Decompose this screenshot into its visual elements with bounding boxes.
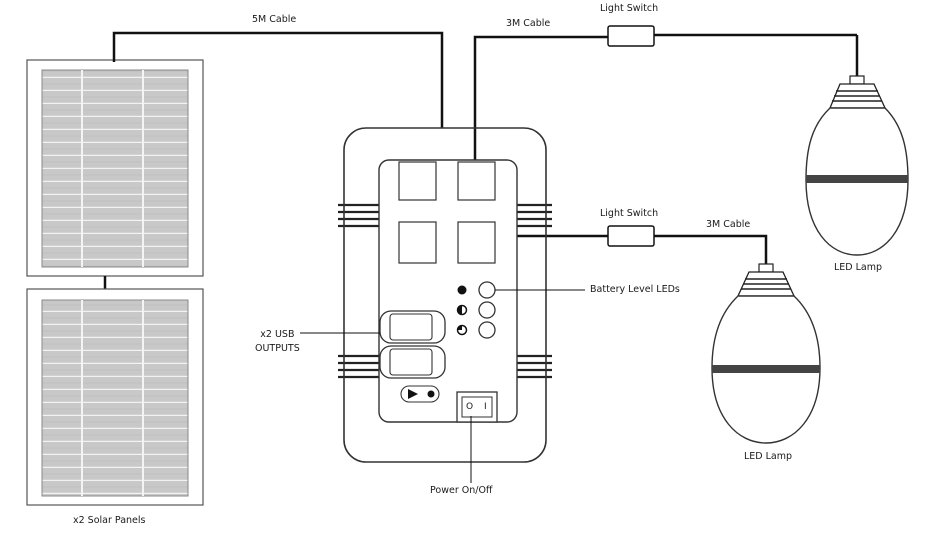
light-switch-top-label: Light Switch bbox=[600, 3, 659, 14]
power-label: Power On/Off bbox=[430, 485, 493, 496]
solar-panels-label: x2 Solar Panels bbox=[73, 515, 146, 526]
control-unit bbox=[338, 127, 552, 463]
unit-outer-shell bbox=[343, 127, 547, 463]
usb-port-1[interactable] bbox=[379, 310, 446, 344]
port-top-right[interactable] bbox=[457, 161, 496, 201]
cable-5m bbox=[112, 31, 444, 128]
led-lamp-top bbox=[805, 75, 909, 256]
solar-panel-bottom bbox=[26, 288, 204, 506]
cable-5m-label: 5M Cable bbox=[252, 14, 297, 25]
port-top-left[interactable] bbox=[398, 161, 437, 201]
battery-full-icon bbox=[457, 285, 467, 295]
battery-led-2 bbox=[478, 301, 496, 319]
power-switch[interactable] bbox=[456, 391, 498, 423]
usb-outputs-label: x2 USB OUTPUTS bbox=[255, 328, 300, 356]
usb-outputs-label-line1: x2 USB bbox=[260, 329, 295, 340]
solar-panel-top bbox=[26, 59, 204, 277]
battery-led-1 bbox=[478, 281, 496, 299]
light-switch-bottom[interactable] bbox=[607, 225, 655, 247]
port-bottom-left[interactable] bbox=[398, 221, 437, 264]
cable-switch-to-lamp-bottom bbox=[654, 234, 768, 266]
cable-3m-top bbox=[473, 35, 608, 175]
battery-led-3 bbox=[478, 321, 496, 339]
light-switch-bottom-label: Light Switch bbox=[600, 208, 659, 219]
battery-half-icon bbox=[456, 304, 468, 316]
cable-3m-top-label: 3M Cable bbox=[506, 18, 551, 29]
usb-port-2[interactable] bbox=[379, 345, 446, 379]
port-bottom-right[interactable] bbox=[457, 221, 496, 264]
battery-low-icon bbox=[456, 324, 468, 336]
battery-leds-label: Battery Level LEDs bbox=[590, 284, 680, 295]
power-switch-off-mark: O bbox=[466, 402, 474, 412]
led-lamp-bottom-label: LED Lamp bbox=[744, 451, 793, 462]
usb-outputs-label-line2: OUTPUTS bbox=[255, 343, 300, 354]
cable-3m-bottom-label: 3M Cable bbox=[706, 219, 751, 230]
led-lamp-top-label: LED Lamp bbox=[834, 262, 883, 273]
power-switch-on-mark: I bbox=[484, 402, 487, 412]
dc-indicator bbox=[400, 385, 440, 403]
light-switch-top[interactable] bbox=[607, 25, 655, 47]
battery-led-group bbox=[478, 281, 496, 339]
led-lamp-bottom bbox=[711, 263, 821, 444]
